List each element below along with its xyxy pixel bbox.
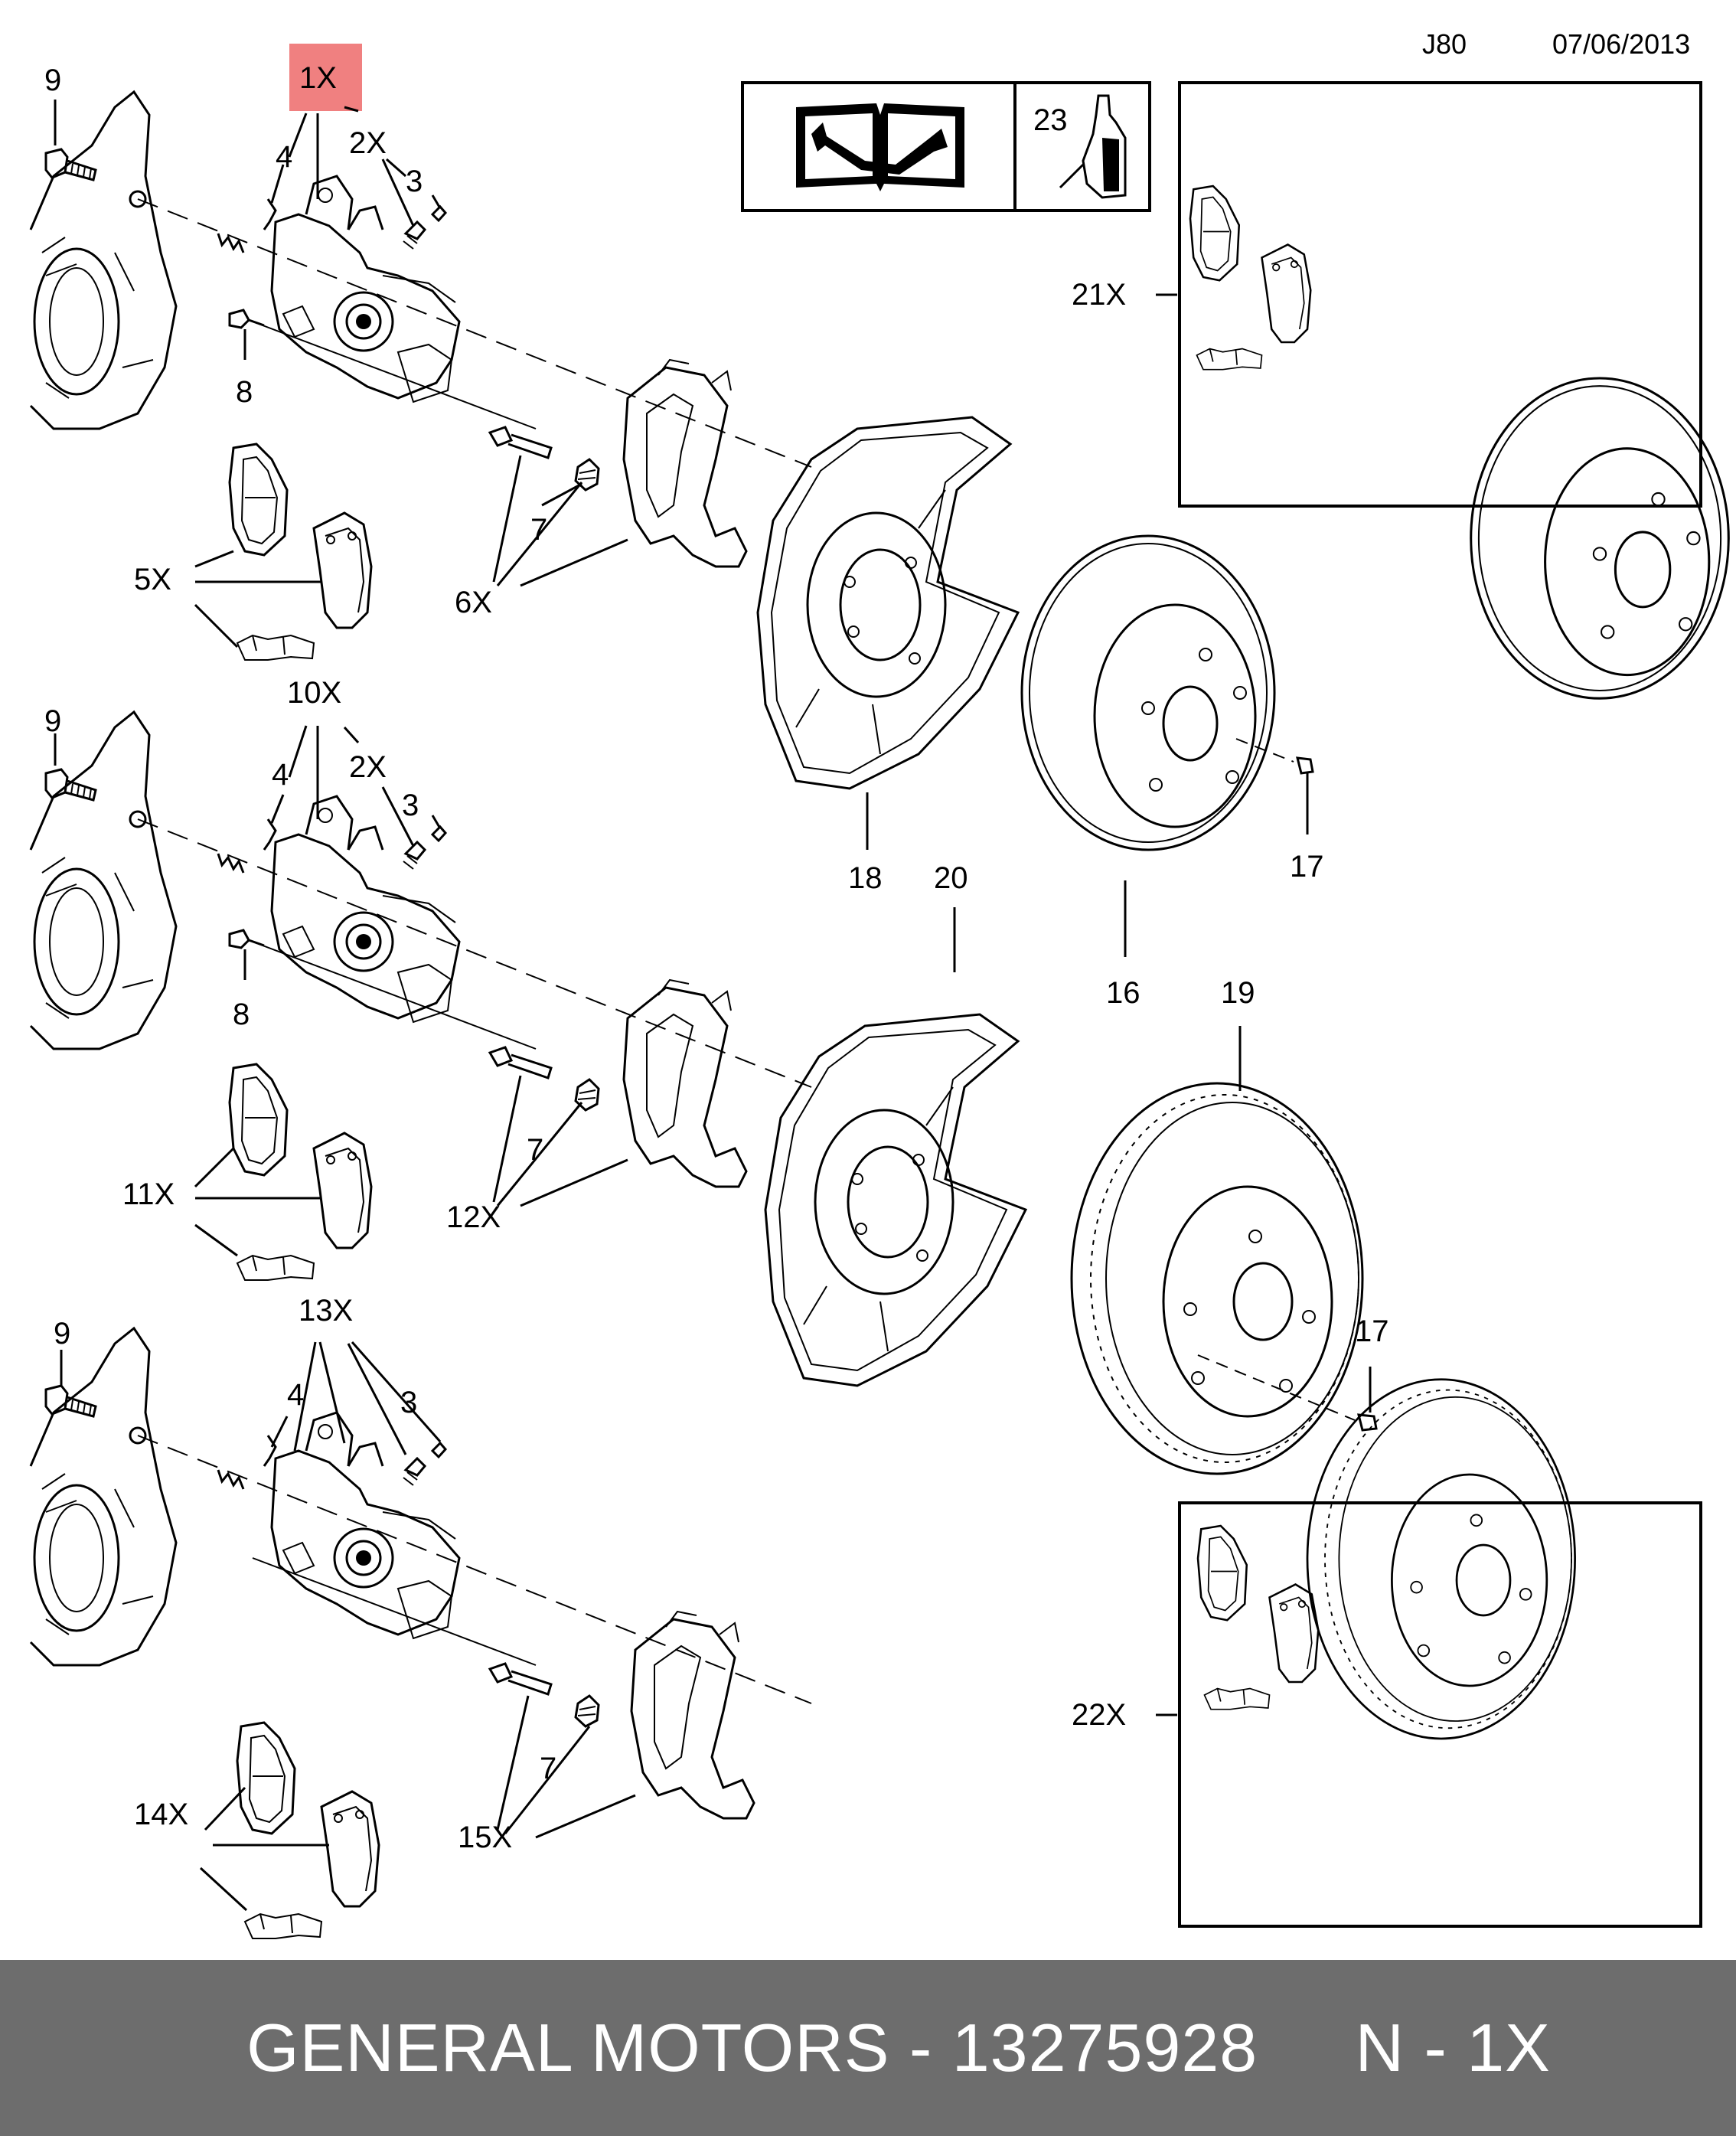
callout-15x: 15X — [458, 1821, 512, 1854]
callout-3: 3 — [406, 165, 423, 198]
callout-2x: 2X — [349, 126, 387, 160]
kit-21x-parts — [1189, 185, 1730, 700]
callout-21x: 21X — [1072, 278, 1126, 312]
callout-18: 18 — [848, 861, 883, 895]
screw-17b — [1357, 1413, 1378, 1432]
callout-4: 4 — [276, 140, 292, 174]
diagram-code: J80 — [1422, 28, 1467, 60]
callout-8: 8 — [236, 375, 253, 409]
footer-brand: GENERAL MOTORS — [246, 2010, 890, 2085]
callout-5x: 5X — [134, 563, 171, 596]
callout-7: 7 — [540, 1752, 556, 1785]
callout-1x: 1X — [299, 61, 337, 95]
callout-7: 7 — [530, 513, 547, 547]
callout-22x: 22X — [1072, 1698, 1126, 1732]
callout-2x: 2X — [349, 750, 387, 784]
footer-note: N - 1X — [1355, 2010, 1551, 2085]
callout-10x: 10X — [287, 676, 341, 710]
kit-22x-parts — [1196, 1378, 1576, 1740]
footer-gap — [1258, 2010, 1355, 2085]
callout-9: 9 — [44, 64, 61, 97]
exploded-parts-diagram: J80 07/06/2013 1X 23 21X 22X — [29, 28, 1730, 1940]
callout-20: 20 — [934, 861, 968, 895]
callout-23: 23 — [1033, 103, 1068, 137]
manual-box — [741, 81, 1151, 212]
callout-4: 4 — [287, 1378, 304, 1412]
callout-6x: 6X — [455, 586, 492, 619]
callout-8: 8 — [233, 998, 250, 1031]
callout-13x: 13X — [299, 1294, 353, 1328]
footer-banner: GENERAL MOTORS - 13275928 N - 1X — [0, 1960, 1736, 2136]
caliper-group-2 — [29, 710, 812, 1282]
callout-3: 3 — [400, 1386, 417, 1419]
callout-17: 17 — [1290, 850, 1324, 883]
callout-12x: 12X — [446, 1200, 501, 1234]
footer-text: GENERAL MOTORS - 13275928 N - 1X — [246, 2009, 1551, 2087]
callout-19: 19 — [1221, 976, 1255, 1010]
kit-box-21x — [1178, 81, 1702, 508]
callout-16: 16 — [1106, 976, 1140, 1010]
diagram-date: 07/06/2013 — [1552, 28, 1690, 60]
brake-disc-19 — [1070, 1082, 1364, 1475]
callout-7: 7 — [527, 1133, 543, 1167]
callout-3: 3 — [402, 789, 419, 822]
callout-14x: 14X — [134, 1798, 188, 1831]
callout-11x: 11X — [122, 1177, 175, 1211]
callout-9: 9 — [54, 1317, 70, 1351]
backing-plate-18 — [756, 416, 1020, 790]
backing-plate-20 — [764, 1013, 1027, 1387]
footer-separator: - — [889, 2010, 952, 2085]
caliper-group-1 — [29, 90, 812, 661]
callout-17: 17 — [1355, 1315, 1389, 1348]
screw-17a — [1296, 756, 1314, 775]
sealant-bottle-icon — [1059, 94, 1127, 199]
callout-9: 9 — [44, 704, 61, 738]
kit-box-22x — [1178, 1501, 1702, 1928]
footer-part-number: 13275928 — [951, 2010, 1258, 2085]
callout-4: 4 — [272, 758, 289, 792]
service-manual-icon — [796, 103, 964, 191]
caliper-group-3 — [29, 1327, 812, 1940]
brake-disc-16 — [1020, 534, 1276, 851]
highlight-badge — [289, 44, 362, 111]
